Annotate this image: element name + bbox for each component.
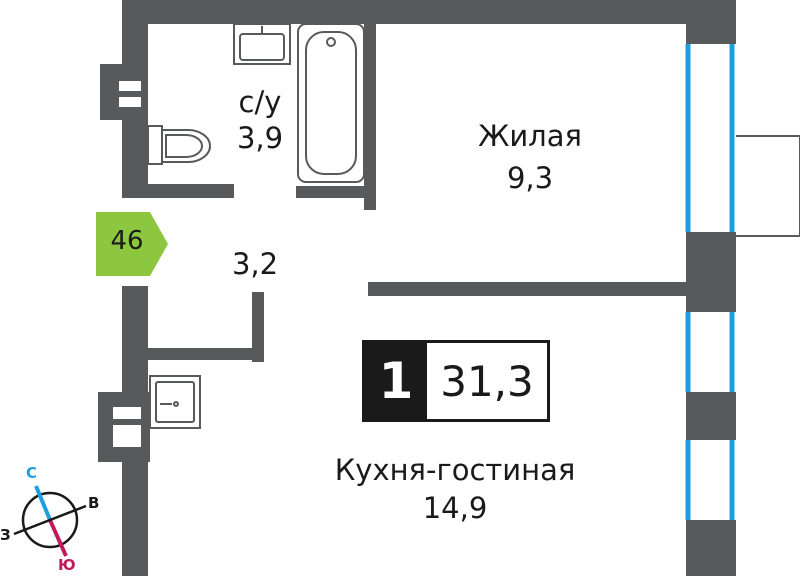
compass-west-label: З [0, 526, 11, 544]
unit-summary: 1 31,3 [362, 340, 550, 422]
compass-south-label: Ю [58, 556, 76, 574]
hall-area: 3,2 [231, 247, 279, 281]
compass-east-label: В [88, 494, 100, 512]
vent-1 [117, 79, 143, 93]
walls [98, 0, 736, 576]
bathroom-bottom-wall [122, 184, 234, 198]
toilet [147, 125, 211, 165]
window-kitchen-2 [686, 440, 736, 520]
bathtub [297, 23, 365, 183]
compass [13, 485, 87, 557]
compass-needle-south [48, 519, 68, 557]
apartment-number-badge [96, 212, 168, 276]
compass-needle-north [34, 485, 52, 521]
fixtures [147, 23, 365, 429]
bathroom-sink [233, 23, 291, 65]
room-count: 1 [365, 343, 427, 419]
bathroom-bottom-wall-right [296, 186, 376, 198]
right-wall-pier-2 [686, 392, 736, 440]
total-area: 31,3 [440, 356, 534, 406]
vent-2 [117, 95, 143, 109]
compass-ew-line [13, 504, 87, 536]
hall-partition-vertical [252, 292, 264, 362]
top-wall [122, 0, 736, 24]
bathroom-label: с/у [238, 85, 282, 119]
balcony-outline [736, 135, 800, 237]
kitchen-sink [149, 375, 201, 429]
kitchen-living-label: Кухня-гостиная [334, 453, 576, 487]
bathroom-area: 3,9 [236, 121, 284, 155]
vent-4 [111, 423, 143, 449]
right-wall-top [686, 0, 736, 44]
window-living [686, 44, 736, 232]
window-kitchen-1 [686, 312, 736, 392]
compass-north-label: С [26, 464, 38, 482]
vent-3 [111, 405, 143, 421]
ventilation-shafts [111, 79, 143, 449]
kitchen-living-area: 14,9 [422, 491, 488, 525]
compass-ring [21, 491, 79, 549]
apartment-number: 46 [110, 226, 144, 256]
living-room-label: Жилая [478, 119, 582, 153]
living-room-area: 9,3 [506, 161, 554, 195]
bathroom-right-wall [364, 0, 376, 210]
windows [685, 44, 736, 520]
living-kitchen-wall [368, 282, 686, 296]
right-wall-pier-1 [686, 232, 736, 312]
right-wall-bottom [686, 520, 736, 576]
hall-partition-horizontal [148, 348, 264, 360]
